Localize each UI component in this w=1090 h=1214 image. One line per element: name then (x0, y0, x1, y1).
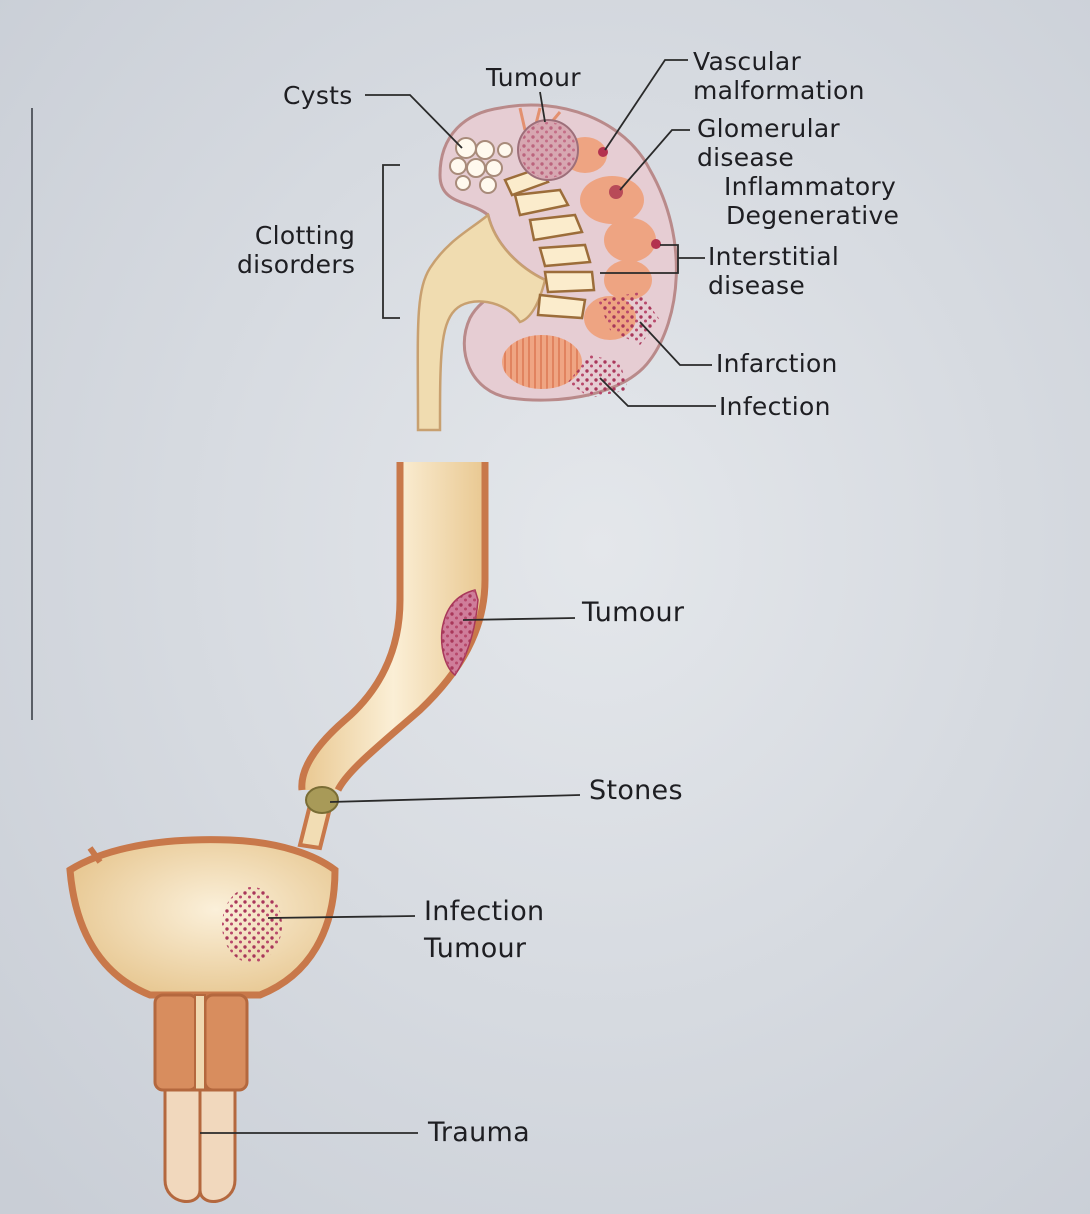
stone (306, 787, 338, 813)
label-interstitial-line2: disease (708, 271, 839, 300)
bladder-infection-tumour-area (222, 887, 282, 963)
interstitial-lesion (651, 239, 661, 249)
label-tumour-bladder: Tumour (424, 934, 526, 963)
label-infection-kidney: Infection (719, 392, 831, 421)
label-infarction: Infarction (716, 349, 838, 378)
label-trauma: Trauma (428, 1118, 530, 1147)
label-glomerular-line1: Glomerular (697, 114, 840, 143)
label-tumour-ureter: Tumour (582, 598, 684, 627)
label-stones: Stones (589, 776, 683, 805)
label-interstitial-disease: Interstitial disease (708, 242, 839, 300)
label-vascular-line1: Vascular (693, 47, 865, 76)
prostatic-urethra (195, 995, 205, 1090)
prostate-left (155, 995, 197, 1090)
label-cysts: Cysts (283, 81, 353, 110)
label-glomerular-line2: disease (697, 143, 840, 172)
label-tumour-kidney: Tumour (486, 63, 581, 92)
label-interstitial-line1: Interstitial (708, 242, 839, 271)
label-clotting-disorders: Clotting disorders (237, 221, 355, 279)
label-vascular-malformation: Vascular malformation (693, 47, 865, 105)
label-clotting-line1: Clotting (237, 221, 355, 250)
label-infection-bladder: Infection (424, 897, 544, 926)
label-inflammatory: Inflammatory (724, 172, 896, 201)
label-degenerative: Degenerative (726, 201, 899, 230)
label-glomerular-disease: Glomerular disease (697, 114, 840, 172)
label-clotting-line2: disorders (237, 250, 355, 279)
prostate-right (205, 995, 247, 1090)
label-vascular-line2: malformation (693, 76, 865, 105)
glomerular-lesion (609, 185, 623, 199)
